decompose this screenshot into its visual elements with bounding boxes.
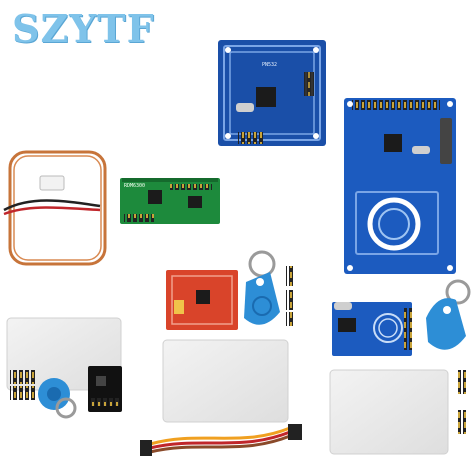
header-pins-1 bbox=[286, 266, 294, 286]
blue-keyfob-tag-3 bbox=[38, 378, 77, 419]
blue-keyfob-tag-2 bbox=[426, 279, 471, 350]
blue-keyfob-tag-1 bbox=[244, 250, 280, 325]
header-pins-2 bbox=[286, 290, 294, 310]
rdm6300-green-board: RDM6300 bbox=[120, 178, 220, 224]
dupont-jumper-cable bbox=[140, 424, 302, 456]
rfid-card-2 bbox=[162, 339, 289, 423]
header-pins-3 bbox=[286, 312, 294, 326]
svg-text:PN532: PN532 bbox=[262, 62, 277, 68]
loose-header-pins bbox=[10, 370, 36, 400]
header-pins-4 bbox=[458, 370, 466, 394]
copper-coil-antenna bbox=[3, 150, 107, 266]
pn532-red-board bbox=[166, 270, 238, 330]
rdm6300-label: RDM6300 bbox=[124, 183, 145, 189]
rc522-blue-board bbox=[332, 302, 412, 356]
brand-watermark: SZYTF bbox=[12, 6, 155, 51]
black-mini-rfid-board bbox=[88, 366, 122, 412]
pn532-blue-board: PN532 bbox=[218, 40, 326, 146]
header-pins-5 bbox=[458, 410, 466, 434]
rfid-card-3 bbox=[329, 369, 449, 455]
pn532-large-board bbox=[344, 98, 456, 274]
